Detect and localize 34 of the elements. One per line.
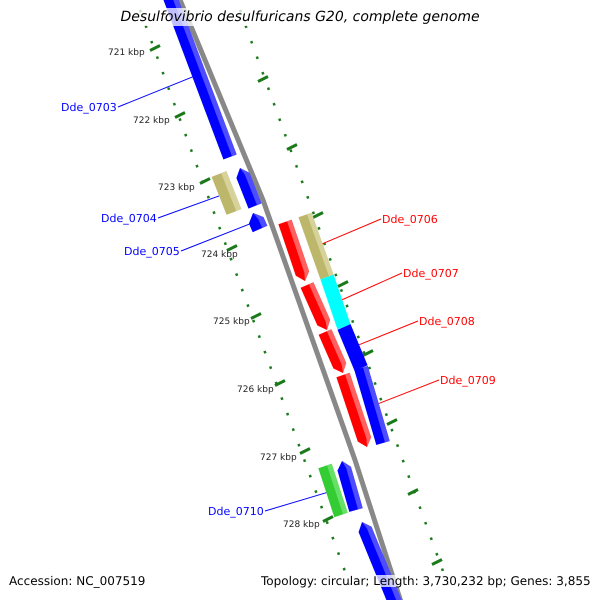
gene-label: Dde_0703 bbox=[61, 102, 117, 112]
scale-label: 727 kbp bbox=[260, 454, 297, 462]
leader-line bbox=[264, 492, 327, 512]
scale-label: 725 kbp bbox=[213, 318, 250, 326]
leader-line bbox=[378, 380, 440, 404]
leader-line bbox=[180, 224, 250, 252]
pointed-gene-block bbox=[300, 282, 330, 330]
pointed-gene-block bbox=[338, 461, 363, 512]
leader-line bbox=[358, 320, 418, 346]
gene-label: Dde_0708 bbox=[419, 316, 475, 326]
pointed-gene-block bbox=[248, 213, 268, 232]
footer-text: Topology: circular; Length: 3,730,232 bp; Genes: 3,855 bbox=[261, 575, 591, 587]
gene-label: Dde_0710 bbox=[208, 506, 264, 516]
scale-label: 722 kbp bbox=[133, 116, 170, 126]
pointed-gene-block bbox=[278, 220, 310, 281]
pointed-gene-block bbox=[336, 372, 372, 447]
scale-label: 721 kbp bbox=[108, 48, 145, 58]
leader-line bbox=[342, 272, 402, 300]
gene-label: Dde_0707 bbox=[403, 268, 459, 278]
scale-label: 728 kbp bbox=[283, 520, 320, 530]
leader-line bbox=[158, 195, 220, 218]
footer-text: Accession: NC_007519 bbox=[9, 575, 146, 587]
scale-label: 724 kbp bbox=[201, 250, 238, 260]
gene-label: Dde_0705 bbox=[124, 246, 180, 256]
gene-label: Dde_0709 bbox=[440, 374, 496, 386]
scale-label: 723 kbp bbox=[158, 184, 195, 192]
gene-label: Dde_0706 bbox=[382, 214, 438, 224]
pointed-gene-block bbox=[236, 168, 262, 209]
leader-line bbox=[118, 76, 193, 108]
gene-block bbox=[212, 171, 242, 215]
gene-label: Dde_0704 bbox=[101, 212, 157, 224]
pointed-gene-block bbox=[318, 329, 346, 373]
leader-line bbox=[322, 218, 382, 244]
scale-label: 726 kbp bbox=[237, 386, 274, 394]
